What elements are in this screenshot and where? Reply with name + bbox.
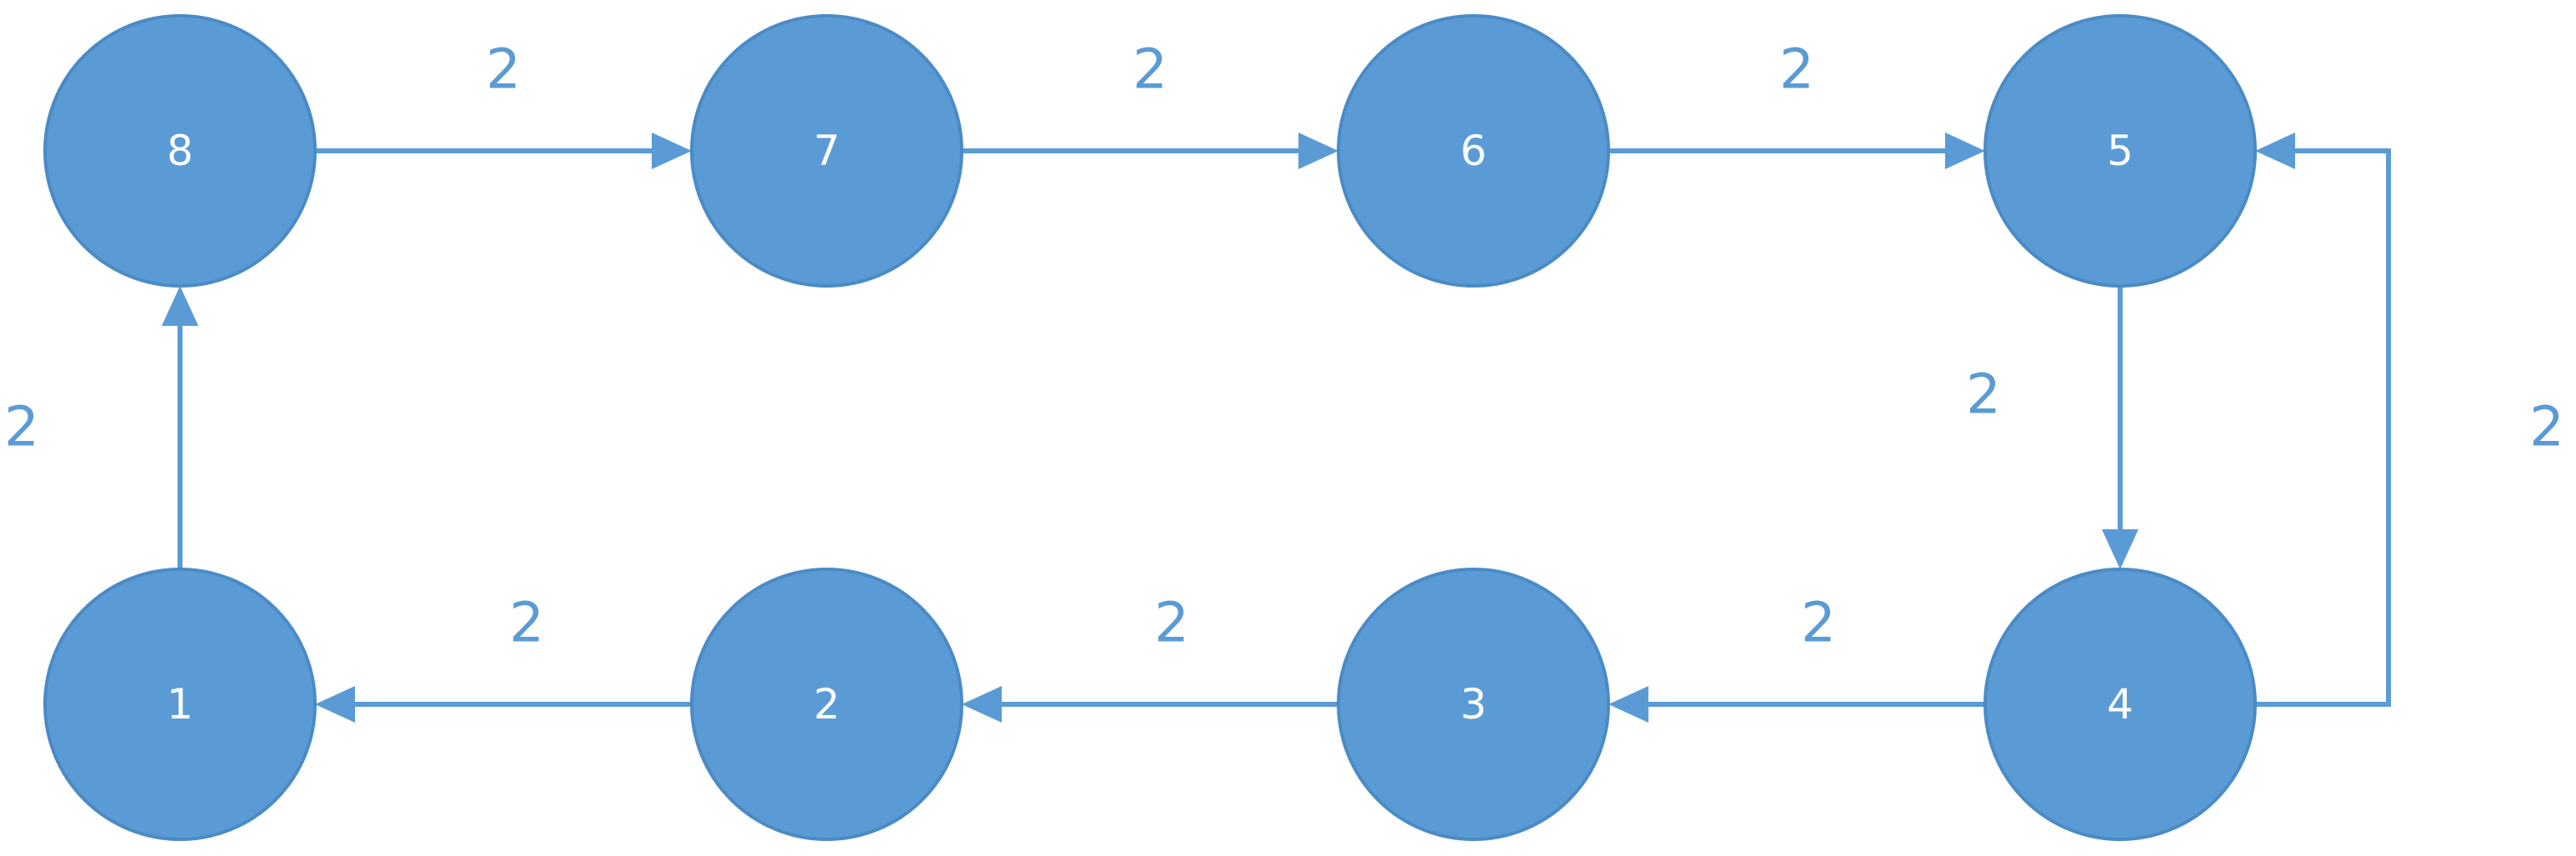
node-label: 5 bbox=[2107, 127, 2133, 175]
arrowhead-icon bbox=[2255, 133, 2295, 169]
node-8[interactable]: 8 bbox=[43, 14, 317, 288]
node-circle bbox=[1983, 14, 2257, 288]
edge-weight-label: 2 bbox=[1966, 363, 2001, 427]
node-4[interactable]: 4 bbox=[1983, 568, 2257, 841]
node-circle bbox=[1337, 14, 1610, 288]
arrowhead-icon bbox=[2102, 529, 2138, 569]
arrowhead-icon bbox=[962, 686, 1002, 723]
nodes-layer: 8 7 6 5 1 2 3 4 bbox=[43, 14, 2257, 841]
arrowhead-icon bbox=[1608, 686, 1648, 723]
arrowhead-icon bbox=[652, 133, 692, 169]
edge-weight-label: 2 bbox=[4, 395, 39, 459]
node-label: 6 bbox=[1460, 127, 1487, 175]
node-circle bbox=[690, 568, 963, 841]
edge-4-to-3 bbox=[1608, 686, 1985, 723]
edge-2-to-1 bbox=[315, 686, 692, 723]
edge-weight-label: 2 bbox=[1779, 38, 1814, 102]
arrowhead-icon bbox=[1298, 133, 1338, 169]
edge-weight-label: 2 bbox=[1801, 591, 1836, 655]
node-label: 7 bbox=[813, 127, 840, 175]
edge-weight-label: 2 bbox=[1154, 591, 1189, 655]
node-label: 8 bbox=[167, 127, 193, 175]
node-circle bbox=[1337, 568, 1610, 841]
node-circle bbox=[1983, 568, 2257, 841]
arrowhead-icon bbox=[1945, 133, 1985, 169]
node-1[interactable]: 1 bbox=[43, 568, 317, 841]
edge-1-to-8 bbox=[162, 286, 198, 569]
node-circle bbox=[43, 568, 317, 841]
edge-weight-label: 2 bbox=[1133, 38, 1168, 102]
node-3[interactable]: 3 bbox=[1337, 568, 1610, 841]
node-5[interactable]: 5 bbox=[1983, 14, 2257, 288]
node-label: 3 bbox=[1460, 680, 1487, 728]
arrowhead-icon bbox=[162, 286, 198, 326]
node-label: 4 bbox=[2107, 680, 2133, 728]
edge-6-to-5 bbox=[1608, 133, 1985, 169]
node-7[interactable]: 7 bbox=[690, 14, 963, 288]
edge-4-to-5 bbox=[2255, 133, 2391, 707]
edge-weight-label: 2 bbox=[509, 591, 544, 655]
node-label: 1 bbox=[167, 680, 193, 728]
node-label: 2 bbox=[813, 680, 840, 728]
edges-layer bbox=[162, 133, 2391, 723]
edge-weight-label: 2 bbox=[486, 38, 521, 102]
node-2[interactable]: 2 bbox=[690, 568, 963, 841]
edge-3-to-2 bbox=[962, 686, 1338, 723]
arrowhead-icon bbox=[315, 686, 355, 723]
edge-7-to-6 bbox=[962, 133, 1338, 169]
node-circle bbox=[43, 14, 317, 288]
node-circle bbox=[690, 14, 963, 288]
edge-5-to-4 bbox=[2102, 286, 2138, 569]
edge-line bbox=[2255, 148, 2391, 707]
edge-8-to-7 bbox=[315, 133, 692, 169]
edge-labels-layer: 2 2 2 2 2 2 2 2 2 bbox=[4, 38, 2564, 655]
edge-weight-label: 2 bbox=[2529, 395, 2564, 459]
node-6[interactable]: 6 bbox=[1337, 14, 1610, 288]
